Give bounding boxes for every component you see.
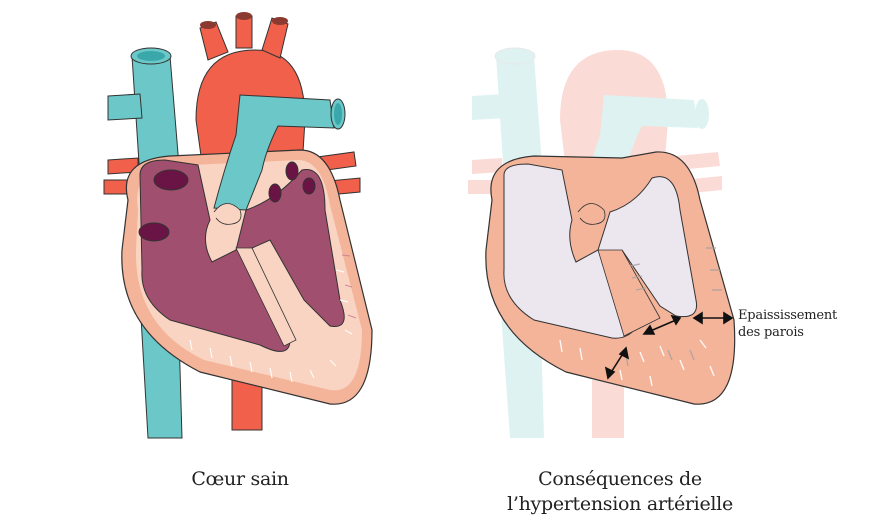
healthy-heart-caption: Cœur sain	[140, 467, 340, 492]
caption-text: Cœur sain	[191, 468, 289, 490]
annotation-line-2: des parois	[738, 325, 804, 340]
caption-line-1: Conséquences de	[538, 468, 702, 490]
wall-thickening-label: Epaississement des parois	[738, 307, 837, 341]
hypertension-heart-caption: Conséquences de l’hypertension artériell…	[480, 467, 760, 517]
wall-thickness-arrows	[604, 311, 734, 380]
hypertension-heart	[468, 47, 736, 438]
healthy-heart	[103, 12, 373, 439]
annotation-line-1: Epaississement	[738, 308, 838, 323]
caption-line-2: l’hypertension artérielle	[507, 493, 733, 515]
